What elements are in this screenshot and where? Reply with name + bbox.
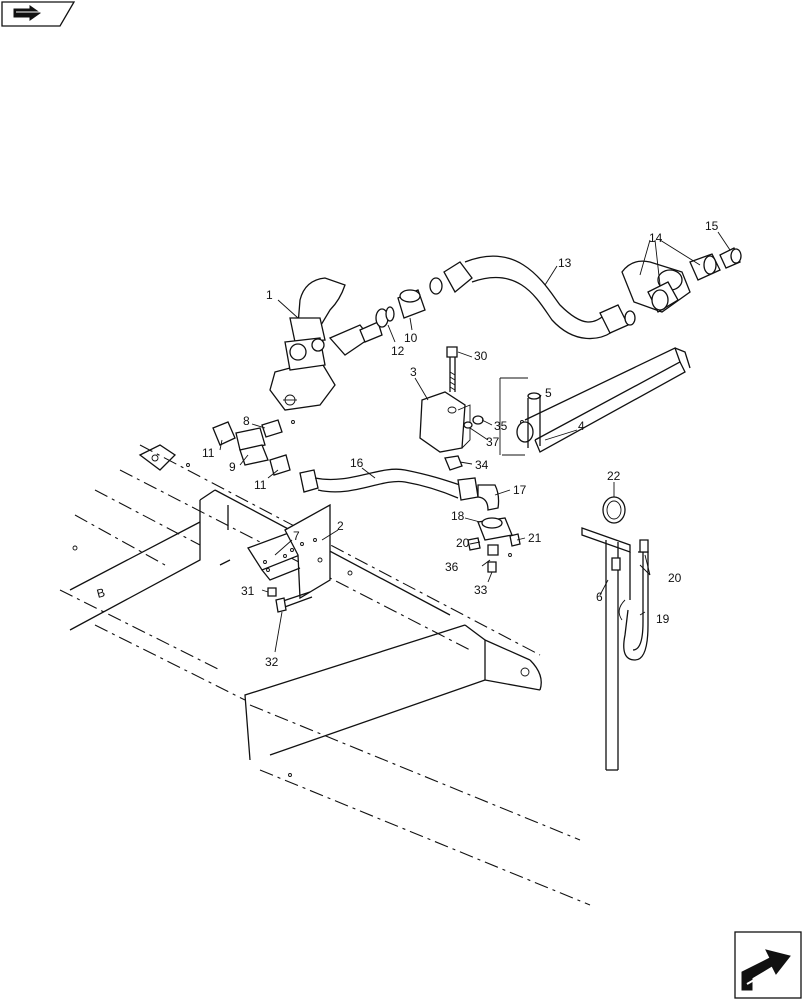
fittings-8-9-11	[212, 419, 291, 476]
bracket-2	[247, 503, 331, 600]
bracket-14	[621, 253, 721, 313]
callout-11-left: 11	[202, 446, 215, 460]
callout-21: 21	[528, 531, 542, 545]
callout-8: 8	[243, 414, 250, 428]
callout-20-right: 20	[668, 571, 682, 585]
elbow-17	[477, 484, 500, 511]
callout-4: 4	[578, 419, 585, 433]
callout-2: 2	[337, 519, 344, 533]
tractor-frame: B	[59, 420, 591, 906]
callout-labels: 1 2 3 4 5 6 7 8 9 10 11 11 12 13 14 15 1…	[202, 219, 719, 669]
bolt-30	[446, 346, 458, 392]
callout-18: 18	[451, 509, 465, 523]
fitting-12	[375, 306, 395, 328]
back-arrow-icon[interactable]	[1, 1, 76, 27]
hose-13	[429, 255, 636, 340]
callout-34: 34	[475, 458, 489, 472]
callout-12: 12	[391, 344, 405, 358]
tube-6	[605, 540, 621, 771]
leader-lines	[219, 231, 731, 653]
callout-3: 3	[410, 365, 417, 379]
callout-10: 10	[404, 331, 418, 345]
callout-13: 13	[558, 256, 572, 270]
callout-30: 30	[474, 349, 488, 363]
coupler-15	[719, 247, 742, 269]
tube-19	[618, 539, 649, 661]
valve-assembly	[269, 277, 383, 411]
callout-1: 1	[266, 288, 273, 302]
hose-16	[299, 468, 479, 501]
next-page-arrow-icon[interactable]	[734, 931, 802, 999]
bolts-31-32	[267, 587, 313, 613]
callout-17: 17	[513, 483, 527, 497]
callout-15: 15	[705, 219, 719, 233]
callout-11-right: 11	[254, 478, 267, 492]
callout-32: 32	[265, 655, 279, 669]
callout-5: 5	[545, 386, 552, 400]
callout-9: 9	[229, 460, 236, 474]
callout-33: 33	[474, 583, 488, 597]
callout-19: 19	[656, 612, 670, 626]
callout-35: 35	[494, 419, 508, 433]
callout-31: 31	[241, 584, 255, 598]
arm-4	[499, 347, 691, 456]
coupler-10	[397, 289, 426, 319]
callout-37: 37	[486, 435, 500, 449]
callout-22: 22	[607, 469, 621, 483]
callout-16: 16	[350, 456, 364, 470]
block-18	[477, 517, 513, 541]
callout-36: 36	[445, 560, 459, 574]
small-fittings	[467, 533, 521, 573]
callout-20-left: 20	[456, 536, 470, 550]
bracket-3	[419, 391, 471, 453]
callout-6: 6	[596, 590, 603, 604]
frame-mark: B	[95, 585, 106, 601]
callout-14: 14	[649, 231, 663, 245]
callout-7: 7	[293, 529, 300, 543]
